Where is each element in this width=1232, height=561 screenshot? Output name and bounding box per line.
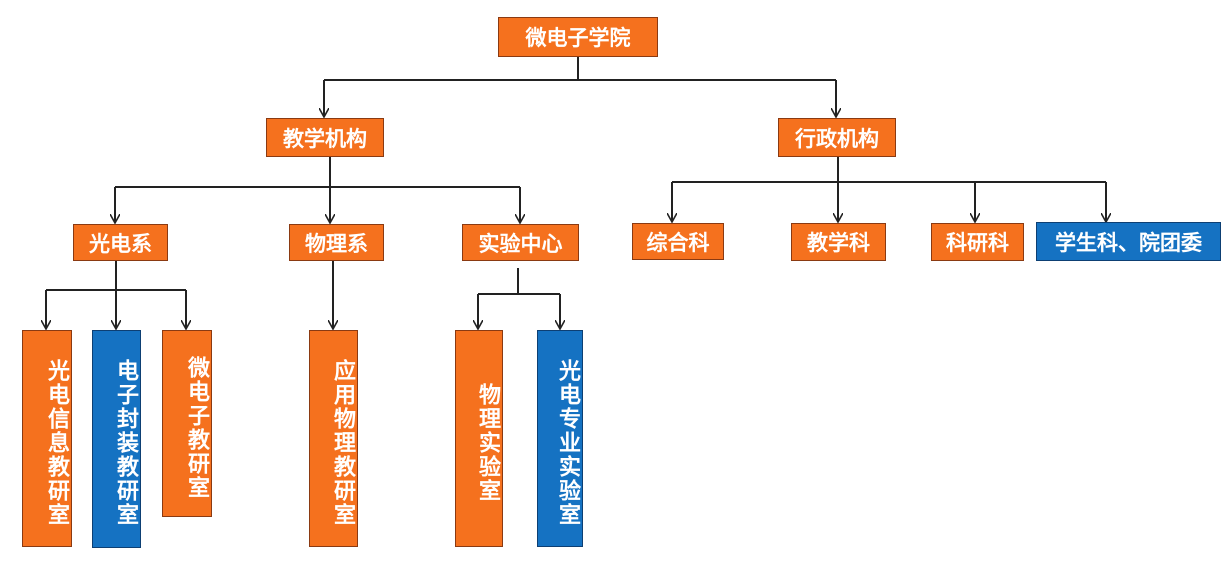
node-optoelectronics-dept: 光电系 xyxy=(73,224,168,261)
node-physics-dept: 物理系 xyxy=(289,224,384,261)
node-optoelectronic-info-section: 光电信息教研室 xyxy=(22,330,72,547)
node-research-office: 科研科 xyxy=(931,223,1024,261)
node-electronic-packaging-section: 电子封装教研室 xyxy=(92,330,141,548)
node-microelectronics-section: 微电子教研室 xyxy=(162,330,212,517)
node-teaching-institutions: 教学机构 xyxy=(266,118,384,157)
node-administrative-institutions: 行政机构 xyxy=(778,118,896,157)
node-physics-lab: 物理实验室 xyxy=(455,330,503,547)
node-experiment-center: 实验中心 xyxy=(462,224,579,261)
node-optoelectronics-lab: 光电专业实验室 xyxy=(537,330,583,547)
node-teaching-office: 教学科 xyxy=(791,223,886,261)
node-student-office: 学生科、院团委 xyxy=(1036,222,1221,261)
node-applied-physics-section: 应用物理教研室 xyxy=(309,330,358,547)
node-root: 微电子学院 xyxy=(498,17,658,57)
node-general-office: 综合科 xyxy=(632,223,724,260)
